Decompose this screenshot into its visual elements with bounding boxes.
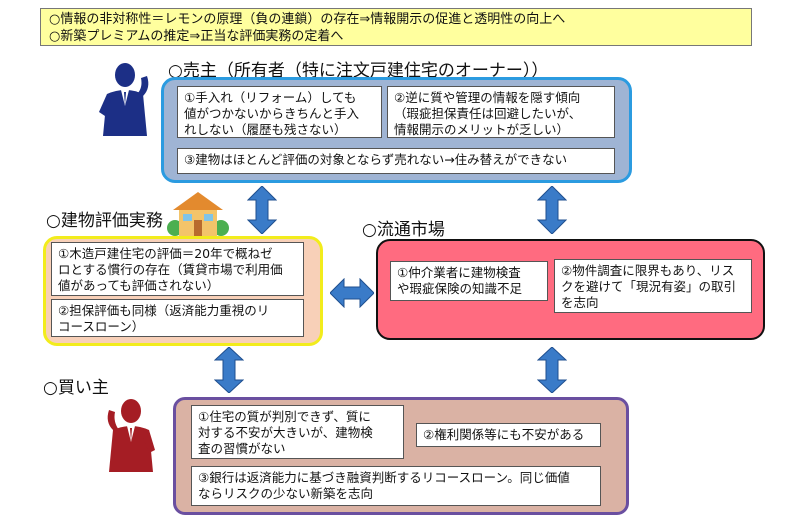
seller-title: ○売主（所有者（特に注文戸建住宅のオーナー）） [168,61,549,81]
buyer-person-icon [107,399,155,472]
market-title: ○流通市場 [362,220,445,240]
double-arrow-icon-seller-market [537,186,567,234]
buyer-panel: ①住宅の質が判別できず、質に 対する不安が大きいが、建物検 査の習慣がない ②権… [173,397,629,515]
market-box-1: ①仲介業者に建物検査 や瑕疵保険の知識不足 [390,261,548,301]
seller-box-2: ②逆に質や管理の情報を隠す傾向 （瑕疵担保責任は回避したいが、 情報開示のメリッ… [387,86,615,138]
valuation-panel: ①木造戸建住宅の評価＝20年で概ねゼ ロとする慣行の存在（賃貸市場で利用価 値が… [43,236,323,346]
valuation-box-1: ①木造戸建住宅の評価＝20年で概ねゼ ロとする慣行の存在（賃貸市場で利用価 値が… [51,242,304,296]
double-arrow-icon-valuation-market [330,278,374,308]
summary-line-1: ○情報の非対称性＝レモンの原理（負の連鎖）の存在⇒情報開示の促進と透明性の向上へ [49,12,566,27]
valuation-title: ○建物評価実務 [46,211,163,231]
double-arrow-icon-market-buyer [537,347,567,393]
buyer-box-1: ①住宅の質が判別できず、質に 対する不安が大きいが、建物検 査の習慣がない [191,405,404,459]
seller-box-3: ③建物はほとんど評価の対象とならず売れない→住み替えができない [177,148,615,174]
seller-panel: ①手入れ（リフォーム）しても 値がつかないからきちんと手入 れしない（履歴も残さ… [161,77,632,183]
buyer-title: ○買い主 [43,378,109,398]
seller-box-1: ①手入れ（リフォーム）しても 値がつかないからきちんと手入 れしない（履歴も残さ… [177,86,382,138]
market-panel: ①仲介業者に建物検査 や瑕疵保険の知識不足 ②物件調査に限界もあり、リス クを避… [376,239,765,340]
double-arrow-icon-valuation-buyer [214,347,244,393]
buyer-box-2: ②権利関係等にも不安がある [416,423,601,447]
summary-line-2: ○新築プレミアムの推定⇒正当な評価実務の定着へ [49,29,344,44]
buyer-box-3: ③銀行は返済能力に基づき融資判断するリコースローン。同じ価値 ならリスクの少ない… [191,466,601,506]
double-arrow-icon-seller-valuation [247,186,277,234]
valuation-box-2: ②担保評価も同様（返済能力重視のリ コースローン） [51,299,304,337]
summary-banner: ○情報の非対称性＝レモンの原理（負の連鎖）の存在⇒情報開示の促進と透明性の向上へ… [40,8,752,46]
market-box-2: ②物件調査に限界もあり、リス クを避けて「現況有姿」の取引 を志向 [554,259,752,313]
seller-person-icon [99,63,149,136]
house-icon [167,192,229,236]
